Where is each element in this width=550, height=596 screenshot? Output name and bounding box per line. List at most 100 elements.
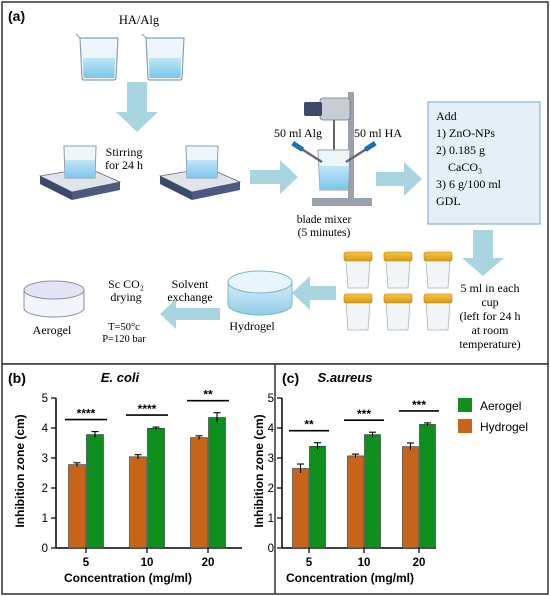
x-tick-label: 5 — [306, 557, 313, 569]
stirring-line1: Stirring — [106, 145, 143, 159]
significance-label: **** — [77, 407, 96, 421]
legend-hydrogel: Hydrogel — [480, 420, 528, 434]
add-line-3: CaCO₃ — [448, 160, 482, 174]
significance-label: *** — [412, 398, 426, 412]
bar-hydrogel — [129, 456, 147, 549]
significance-label: ** — [304, 418, 314, 432]
cup-icon — [423, 293, 453, 331]
bar-aerogel — [208, 417, 226, 549]
bar-aerogel — [364, 434, 381, 549]
y-tick-label: 0 — [42, 543, 48, 555]
bar-hydrogel — [347, 455, 364, 549]
cup-note-4: temperature) — [459, 337, 520, 351]
stirrer-right-icon — [158, 145, 242, 200]
y-tick-label: 4 — [268, 423, 275, 435]
bar-hydrogel — [68, 464, 86, 549]
arrow-left-2-icon — [160, 299, 220, 329]
legend-swatch-aerogel — [458, 398, 472, 412]
y-tick-label: 4 — [42, 423, 49, 435]
chart-ecoli: (b) E. coli Concentration (mg/ml) Inhibi… — [8, 370, 242, 585]
add-line-2: 2) 0.185 g — [436, 143, 485, 157]
add-line-4: 3) 6 g/100 ml — [436, 177, 502, 191]
hydrogel-label: Hydrogel — [229, 319, 275, 333]
y-tick-label: 2 — [268, 483, 274, 495]
condition-temperature: T=50°c — [108, 322, 140, 333]
beaker-right-icon — [141, 33, 185, 81]
arrow-down-2-icon — [462, 230, 504, 276]
cup-note-3: at room — [472, 323, 510, 337]
x-tick-label: 10 — [358, 557, 371, 569]
aerogel-disc-icon — [23, 280, 85, 318]
mixer-line1: blade mixer — [297, 214, 352, 226]
solvent-line1: Solvent — [172, 277, 209, 291]
y-tick-label: 2 — [42, 483, 48, 495]
chart-b-ylabel: Inhibition zone (cm) — [13, 414, 27, 527]
panel-c-label: (c) — [282, 370, 299, 386]
add-line-1: 1) ZnO-NPs — [436, 126, 495, 140]
bar-hydrogel — [190, 437, 208, 549]
legend: Aerogel Hydrogel — [458, 398, 528, 434]
aerogel-label: Aerogel — [33, 323, 72, 337]
bar-aerogel — [147, 427, 165, 549]
x-tick-label: 5 — [83, 557, 90, 569]
chart-c-ylabel: Inhibition zone (cm) — [252, 414, 266, 527]
cup-note-1: cup — [481, 295, 498, 309]
y-tick-label: 1 — [42, 513, 48, 525]
condition-pressure: P=120 bar — [102, 334, 146, 345]
cups-group — [343, 251, 453, 331]
sc-co2-line1: Sc CO₂ — [108, 277, 144, 291]
bar-aerogel — [419, 424, 436, 549]
cup-note-0: 5 ml in each — [461, 281, 520, 295]
y-tick-label: 3 — [268, 453, 274, 465]
y-tick-label: 3 — [42, 453, 48, 465]
chart-b-title: E. coli — [101, 370, 140, 385]
add-line-0: Add — [436, 109, 457, 123]
panel-a-label: (a) — [8, 8, 25, 24]
cup-icon — [343, 251, 373, 289]
x-tick-label: 10 — [141, 557, 154, 569]
cup-icon — [343, 293, 373, 331]
significance-label: **** — [138, 402, 157, 416]
chart-c-xlabel: Concentration (mg/ml) — [286, 571, 414, 585]
legend-aerogel: Aerogel — [480, 399, 521, 413]
solvent-line2: exchange — [167, 290, 212, 304]
legend-swatch-hydrogel — [458, 419, 472, 433]
bar-hydrogel — [292, 468, 309, 549]
significance-label: *** — [357, 407, 371, 421]
bar-aerogel — [309, 445, 326, 549]
significance-label: ** — [203, 388, 213, 402]
add-box — [427, 101, 541, 225]
bar-hydrogel — [402, 446, 419, 549]
sc-co2-line2: drying — [110, 290, 141, 304]
chart-b-xlabel: Concentration (mg/ml) — [64, 571, 192, 585]
cup-icon — [383, 251, 413, 289]
alg-volume-label: 50 ml Alg — [274, 126, 322, 140]
arrow-right-2-icon — [376, 162, 422, 196]
beaker-left-icon — [75, 33, 119, 81]
y-tick-label: 5 — [268, 393, 274, 405]
x-tick-label: 20 — [202, 557, 215, 569]
cup-icon — [423, 251, 453, 289]
stirrer-left-icon — [38, 145, 122, 200]
blade-mixer-icon — [291, 92, 377, 206]
arrow-down-1-icon — [116, 82, 158, 132]
stirring-line2: for 24 h — [105, 158, 143, 172]
y-tick-label: 1 — [268, 513, 274, 525]
chart-c-title: S.aureus — [318, 370, 373, 385]
bar-aerogel — [86, 434, 104, 549]
ha-alg-label: HA/Alg — [119, 13, 160, 27]
hydrogel-disc-icon — [227, 270, 293, 316]
y-tick-label: 5 — [42, 393, 48, 405]
arrow-left-1-icon — [292, 276, 336, 310]
panel-b-label: (b) — [8, 370, 26, 386]
chart-saureus: (c) S.aureus Concentration (mg/ml) Inhib… — [252, 370, 439, 585]
cup-icon — [383, 293, 413, 331]
x-tick-label: 20 — [413, 557, 426, 569]
y-tick-label: 0 — [268, 543, 274, 555]
ha-volume-label: 50 ml HA — [354, 126, 402, 140]
cup-note-2: (left for 24 h — [460, 309, 521, 323]
arrow-right-1-icon — [250, 160, 298, 194]
add-line-5: GDL — [436, 194, 461, 208]
mixer-line2: (5 minutes) — [298, 227, 351, 239]
